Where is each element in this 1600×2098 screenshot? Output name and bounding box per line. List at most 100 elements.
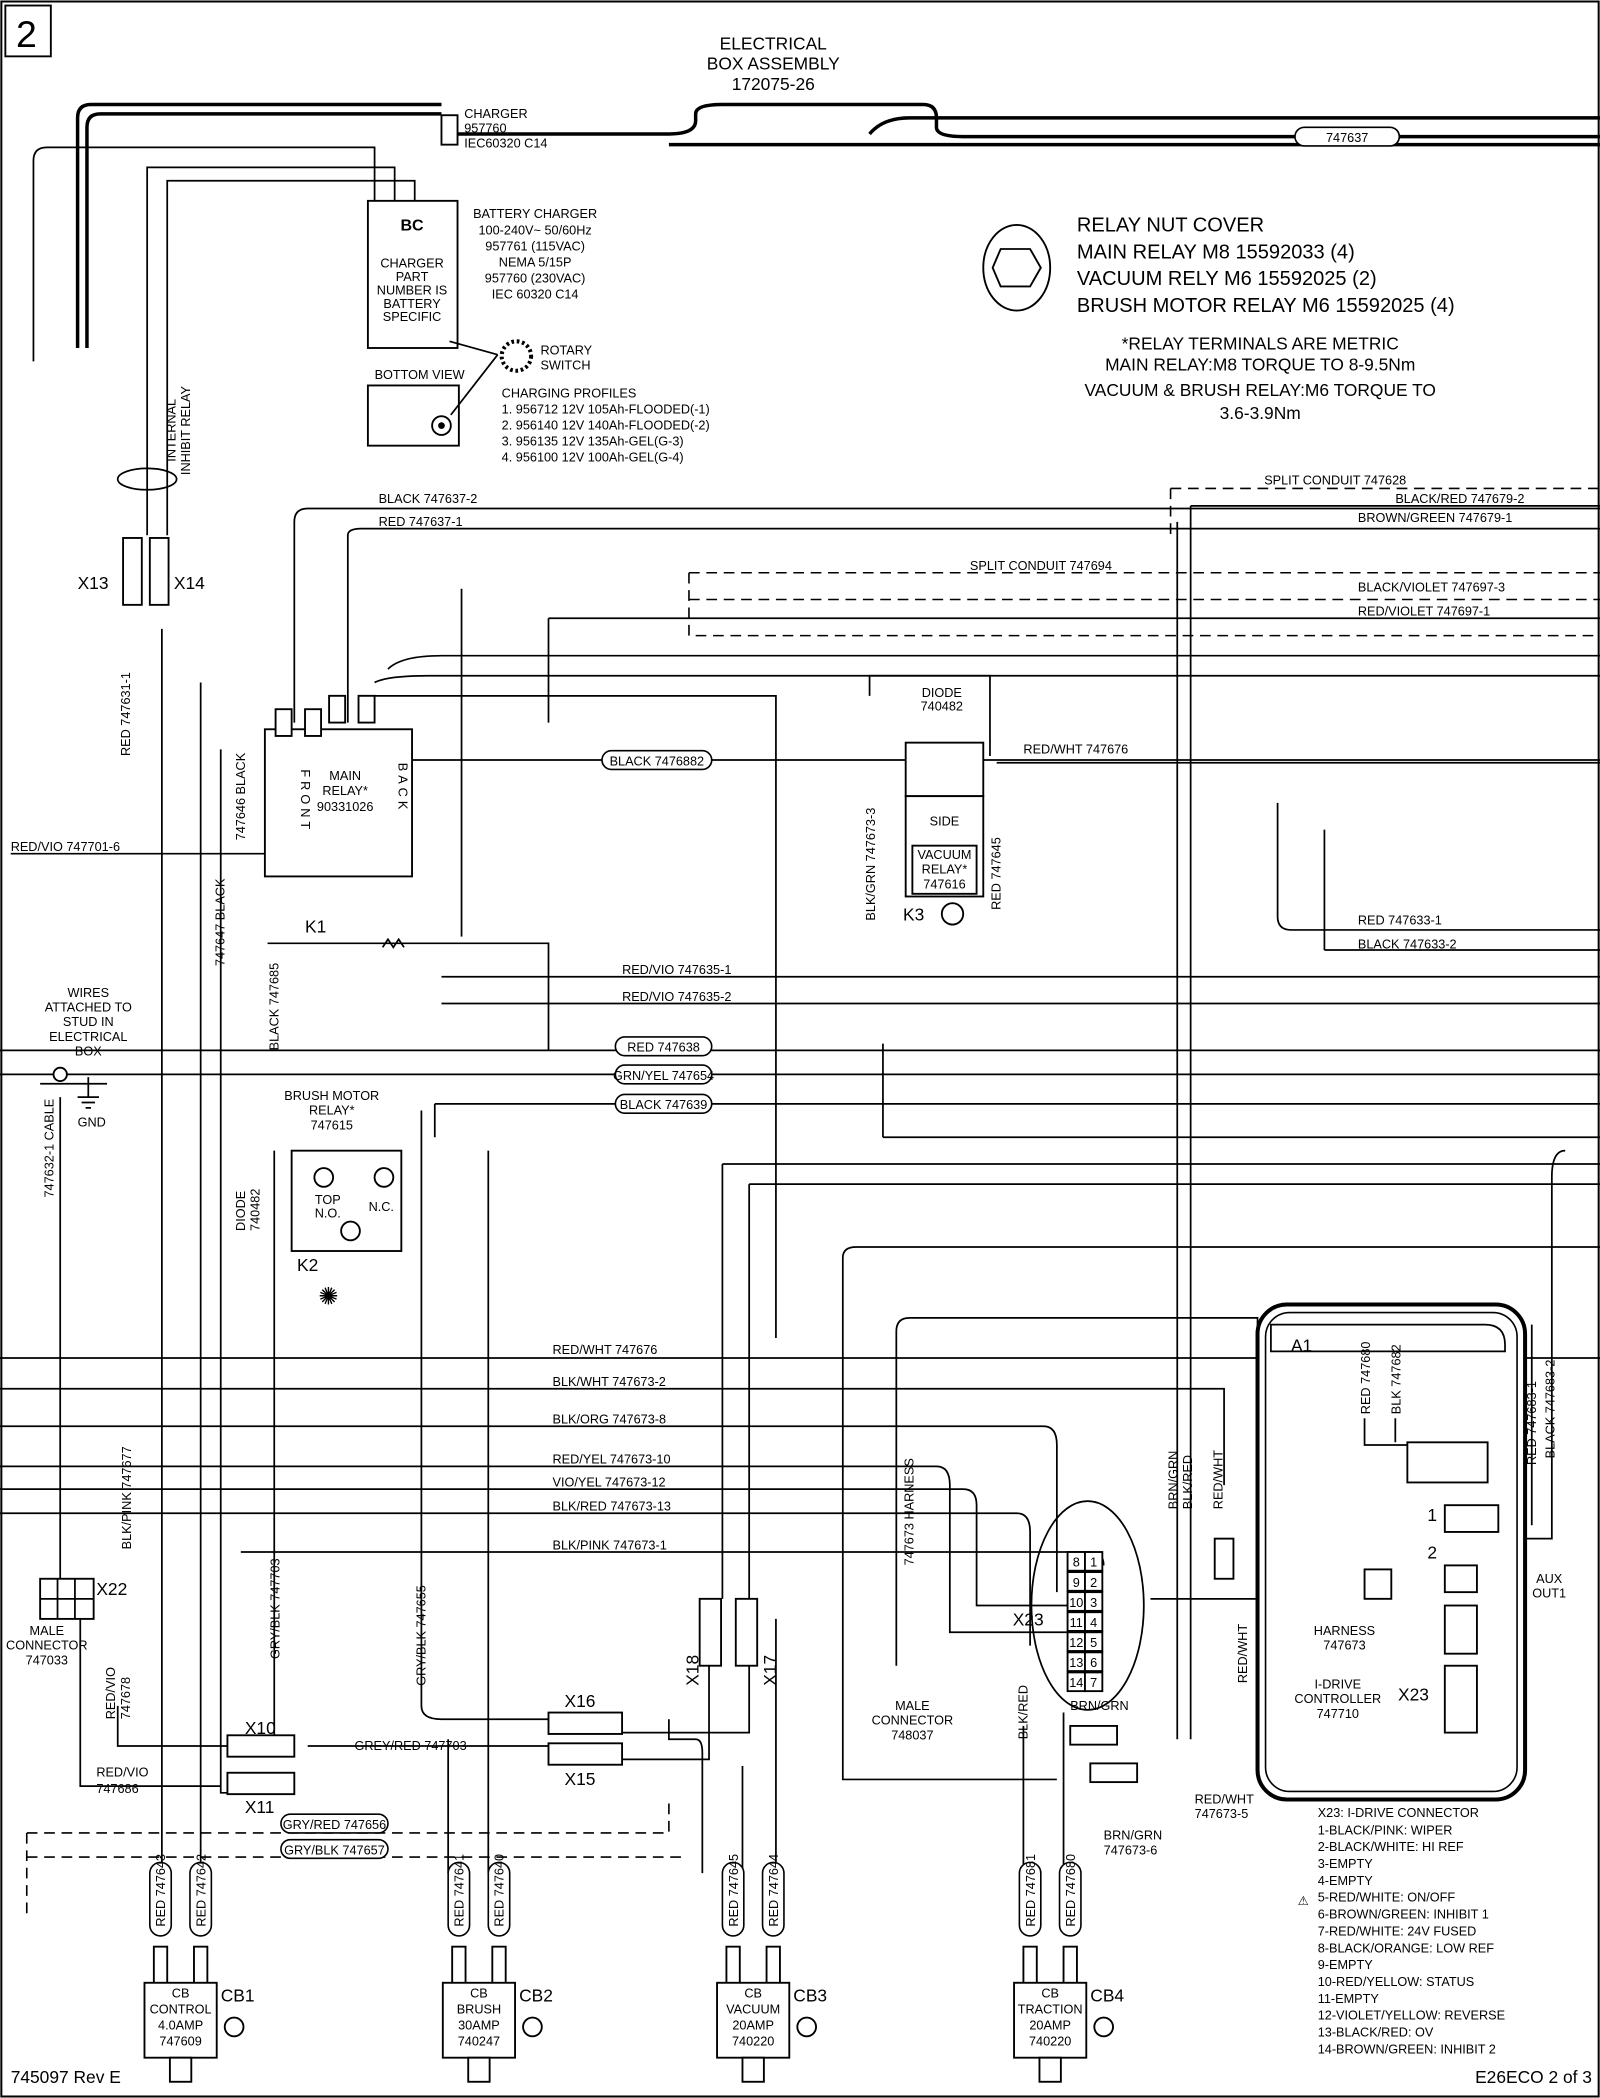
label-line: HARNESS <box>1314 1624 1375 1638</box>
x23-pin <box>1084 1571 1104 1592</box>
x22-connector[interactable] <box>39 1577 95 1620</box>
bc-note: BATTERY <box>383 297 441 311</box>
a1-i-drive-controller[interactable] <box>1255 1302 1528 1802</box>
k1-label: RELAY* <box>322 784 368 798</box>
x23-pin-number: 14 <box>1069 1676 1083 1690</box>
wire-label: SPLIT CONDUIT 747628 <box>1264 473 1406 487</box>
conduit-tag <box>1294 126 1401 147</box>
k2-id: K2 <box>297 1255 318 1275</box>
k1-back-label: BACK <box>396 763 410 814</box>
wire-label: BLACK 747683-2 <box>1544 1360 1558 1459</box>
label-line: ROTARY <box>540 344 592 358</box>
wire-label: 747678 <box>119 1677 133 1719</box>
wire-label: BLK/RED 747673-13 <box>553 1500 672 1514</box>
brush-icon: ✺ <box>318 1284 338 1311</box>
note-line: 3.6-3.9Nm <box>1220 403 1301 423</box>
label-line: MALE <box>30 1624 65 1638</box>
wire-label: RED 747637-1 <box>379 515 463 529</box>
x16-connector[interactable] <box>547 1711 624 1735</box>
internal-inhibit-relay-label: INTERNAL INHIBIT RELAY <box>164 385 193 475</box>
x18-connector[interactable] <box>698 1597 723 1667</box>
note-line: VACUUM & BRUSH RELAY:M6 TORQUE TO <box>1084 380 1435 400</box>
x10-connector[interactable] <box>226 1734 296 1758</box>
legend-item: 13-BLACK/RED: OV <box>1318 2026 1434 2040</box>
title-line: ELECTRICAL <box>720 34 828 54</box>
wire-tag-label: RED 747642 <box>194 1854 208 1927</box>
k3-label: VACUUM <box>917 848 971 862</box>
breaker-terminal <box>152 1945 169 1986</box>
x17-connector[interactable] <box>734 1597 759 1667</box>
breaker-label: TRACTION <box>1018 2003 1083 2017</box>
vacuum-icon <box>940 902 965 926</box>
breaker-label: 740220 <box>1029 2035 1071 2049</box>
x11-connector[interactable] <box>226 1771 296 1796</box>
breaker-label: 747609 <box>159 2035 201 2049</box>
controller-labels: HARNESS 747673 I-DRIVE CONTROLLER 747710… <box>1294 1572 1566 1721</box>
legend-item: 6-BROWN/GREEN: INHIBIT 1 <box>1318 1908 1489 1922</box>
breaker-label: VACUUM <box>726 2003 780 2017</box>
wire-label: RED/VIOLET 747697-1 <box>1358 605 1490 619</box>
wire-tag-label: RED 747640 <box>493 1854 507 1927</box>
battery-charger-spec: BATTERY CHARGER 100-240V~ 50/60Hz 957761… <box>473 207 597 301</box>
x14-connector[interactable] <box>148 537 170 606</box>
breaker-terminal <box>451 1945 467 1986</box>
legend-item: 10-RED/YELLOW: STATUS <box>1318 1975 1475 1989</box>
bundle-ring <box>116 467 178 491</box>
breaker-symbol-icon <box>522 2016 543 2038</box>
x23-pin <box>1084 1651 1104 1673</box>
controller-x23-label: X23 <box>1398 1685 1429 1705</box>
x13-connector[interactable] <box>122 537 143 606</box>
label-line: 747673 <box>1323 1639 1365 1653</box>
k3-vacuum-relay[interactable]: SIDE VACUUM RELAY* 747616 <box>904 741 985 898</box>
k2-brush-motor-relay[interactable]: TOP N.O. N.C. <box>290 1149 403 1252</box>
controller-wire-labels: RED 747680 BLK 747682 <box>1359 1342 1404 1415</box>
wire-label: RED/WHT <box>1212 1450 1226 1509</box>
wire-label: RED 747680 <box>1359 1342 1373 1415</box>
wire-label: BLACK/RED 747679-2 <box>1395 492 1524 506</box>
bottom-view-label: BOTTOM VIEW <box>375 368 465 382</box>
wire-label: 747632-1 CABLE <box>43 1099 57 1198</box>
inline-connector[interactable] <box>1213 1537 1235 1580</box>
x23-pin-number: 7 <box>1090 1676 1097 1690</box>
x15-label: X15 <box>565 1769 596 1789</box>
wire-label: RED/WHT <box>1236 1624 1250 1683</box>
x22-label: X22 <box>96 1579 127 1599</box>
wire-label: BLK/ORG 747673-8 <box>553 1413 667 1427</box>
wire-label: 747647 BLACK <box>214 878 228 966</box>
k2-nc-label: N.C. <box>369 1200 394 1214</box>
wire-label: BLK 747682 <box>1390 1344 1404 1414</box>
x23-pin <box>1084 1591 1104 1612</box>
k1-main-relay[interactable]: MAIN RELAY* 90331026 FRONT BACK <box>263 694 413 949</box>
wire-label: RED/VIO <box>96 1766 148 1780</box>
inline-connector[interactable] <box>1089 1762 1139 1784</box>
wire-label: GRY/BLK 747703 <box>269 1558 283 1659</box>
wire-tag <box>447 1861 471 1937</box>
pin-1-label: 1 <box>1427 1505 1437 1525</box>
wire-tags: BLACK 7476882 RED 747638 GRN/YEL 747654 … <box>280 749 714 1860</box>
breaker-terminal <box>491 1945 507 1986</box>
wire-label: RED/YEL 747673-10 <box>553 1453 671 1467</box>
wire-tag: BLACK 7476882 <box>610 754 705 768</box>
k2-label: BRUSH MOTOR RELAY* 747615 <box>284 1089 379 1132</box>
note-line: RELAY NUT COVER <box>1077 215 1264 237</box>
wire-label: BLACK 747633-2 <box>1358 938 1457 952</box>
x15-connector[interactable] <box>547 1742 624 1766</box>
x23-pin-number: 5 <box>1090 1636 1097 1650</box>
wire-tag <box>487 1861 511 1937</box>
battery-charger: BC CHARGER PART NUMBER IS BATTERY SPECIF… <box>366 199 499 447</box>
page-number-box <box>4 4 52 58</box>
x11-label: X11 <box>245 1797 275 1817</box>
footer-drawing-number: 745097 Rev E <box>11 2067 121 2087</box>
inline-connector[interactable] <box>1069 1724 1118 1746</box>
label-line: DIODE <box>234 1191 248 1231</box>
note-line: BRUSH MOTOR RELAY M6 15592025 (4) <box>1077 295 1455 317</box>
x23-pin-number: 8 <box>1073 1556 1080 1570</box>
charger-plug-icon <box>440 114 459 146</box>
breaker-terminal <box>725 1945 741 1986</box>
label-line: CONTROLLER <box>1294 1692 1381 1706</box>
